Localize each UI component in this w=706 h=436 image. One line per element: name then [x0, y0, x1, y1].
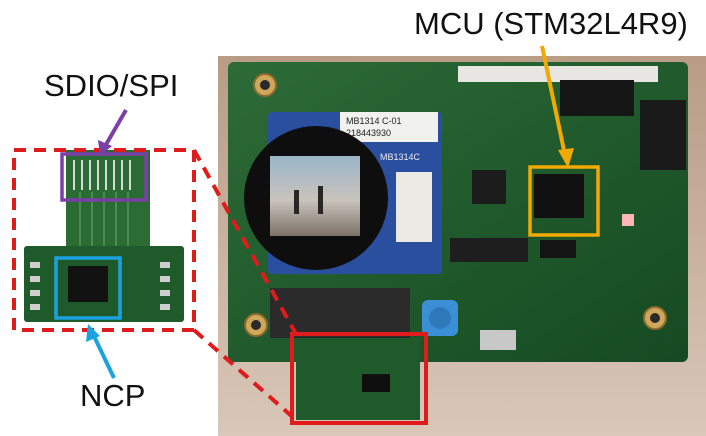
sdio-highlight-box [60, 152, 148, 202]
ncp-location-box [290, 332, 428, 425]
right-header [640, 100, 686, 170]
pin-header [560, 80, 634, 116]
zoom-connector-bottom [192, 328, 298, 422]
ncp-label: NCP [80, 378, 146, 413]
sdio-arrow-icon [102, 108, 128, 150]
led-indicator [622, 214, 634, 226]
chip [472, 170, 506, 204]
mounting-hole-icons [244, 73, 667, 337]
bottom-block [270, 288, 410, 338]
board-name-text: MB1314C [380, 152, 421, 162]
checklist-sticker [396, 172, 432, 242]
ncp-highlight-box [54, 256, 122, 320]
sdio-spi-label: SDIO/SPI [44, 68, 179, 103]
ncp-arrow-icon [90, 331, 116, 379]
mcu-chip [534, 174, 584, 218]
main-board-photo: MB1314 C-01 218443930 MB1314C [218, 56, 706, 436]
board-id-text: MB1314 C-01 [346, 116, 402, 126]
board-label-sticker [340, 112, 438, 142]
ncp-zoom-inset [24, 150, 184, 322]
mcu-label: MCU (STM32L4R9) [414, 6, 688, 41]
ncp-chip [68, 266, 108, 302]
zoom-connector-top [192, 149, 298, 335]
mcu-arrow-icon [540, 45, 568, 161]
ncp-pads [30, 262, 170, 310]
usb-connector [480, 330, 516, 350]
middle-header [450, 238, 528, 262]
serial-text: 218443930 [346, 128, 391, 138]
flex-cable [66, 150, 150, 260]
attached-ncp-board [296, 338, 420, 420]
mcu-highlight-box [528, 165, 600, 237]
top-connector [458, 66, 658, 82]
display-image [270, 156, 360, 236]
